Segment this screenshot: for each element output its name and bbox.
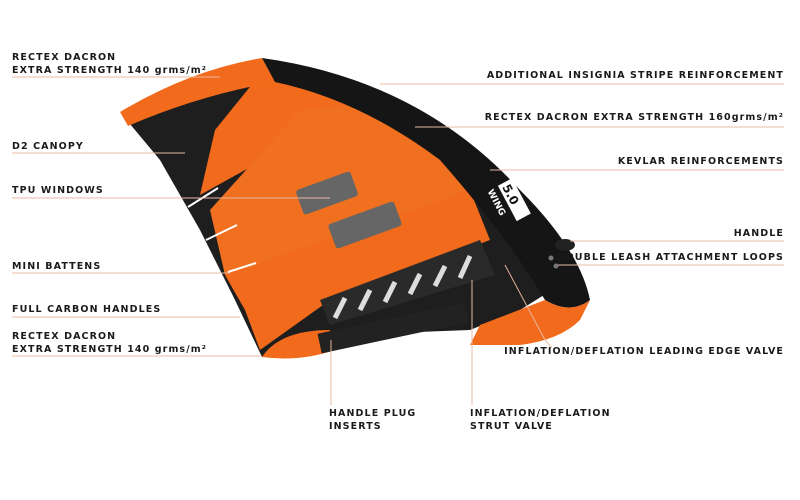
label-kevlar-reinforcements: KEVLAR REINFORCEMENTS	[617, 156, 784, 167]
leading-edge-tube-dark	[262, 58, 590, 308]
label-rectex-dacron-160: RECTEX DACRON EXTRA STRENGTH 160grms/m²	[484, 112, 784, 123]
label-line: RECTEX DACRON	[12, 331, 117, 342]
label-strut-valve: INFLATION/DEFLATION STRUT VALVE	[470, 407, 611, 433]
leading-edge-tube	[120, 58, 275, 126]
label-line: INFLATION/DEFLATION	[470, 408, 611, 419]
canopy-orange-panel	[225, 190, 490, 350]
tpu-window	[328, 201, 402, 249]
leader-lines	[12, 76, 784, 405]
strut-underside	[317, 302, 469, 354]
label-line: INSERTS	[329, 421, 382, 432]
label-insignia-stripe: ADDITIONAL INSIGNIA STRIPE REINFORCEMENT	[486, 70, 784, 81]
leash-loop-icon	[548, 255, 554, 261]
label-double-leash-loops: DOUBLE LEASH ATTACHMENT LOOPS	[556, 252, 784, 263]
label-line: EXTRA STRENGTH 140 grms/m²	[12, 65, 208, 76]
label-tpu-windows: TPU WINDOWS	[12, 185, 104, 196]
label-line: HANDLE PLUG	[329, 408, 417, 419]
label-leading-edge-valve: INFLATION/DEFLATION LEADING EDGE VALVE	[504, 346, 784, 357]
wingtip-left	[262, 330, 335, 359]
label-rectex-dacron-140-top: RECTEX DACRON EXTRA STRENGTH 140 grms/m²	[12, 51, 207, 77]
handle-icon	[555, 239, 575, 251]
label-line: STRUT VALVE	[470, 421, 553, 432]
label-mini-battens: MINI BATTENS	[12, 261, 102, 272]
label-full-carbon-handles: FULL CARBON HANDLES	[12, 304, 162, 315]
label-line: RECTEX DACRON	[12, 52, 117, 63]
label-line: EXTRA STRENGTH 140 grms/m²	[12, 344, 208, 355]
label-handle-plug-inserts: HANDLE PLUG INSERTS	[329, 407, 416, 433]
leash-loop-icon	[553, 263, 559, 269]
label-d2-canopy: D2 CANOPY	[12, 141, 84, 152]
label-handle: HANDLE	[733, 228, 784, 239]
wingtip	[470, 300, 590, 345]
tpu-window	[296, 171, 358, 215]
stripe-marks	[332, 254, 473, 320]
label-rectex-dacron-140-bottom: RECTEX DACRON EXTRA STRENGTH 140 grms/m²	[12, 330, 207, 356]
